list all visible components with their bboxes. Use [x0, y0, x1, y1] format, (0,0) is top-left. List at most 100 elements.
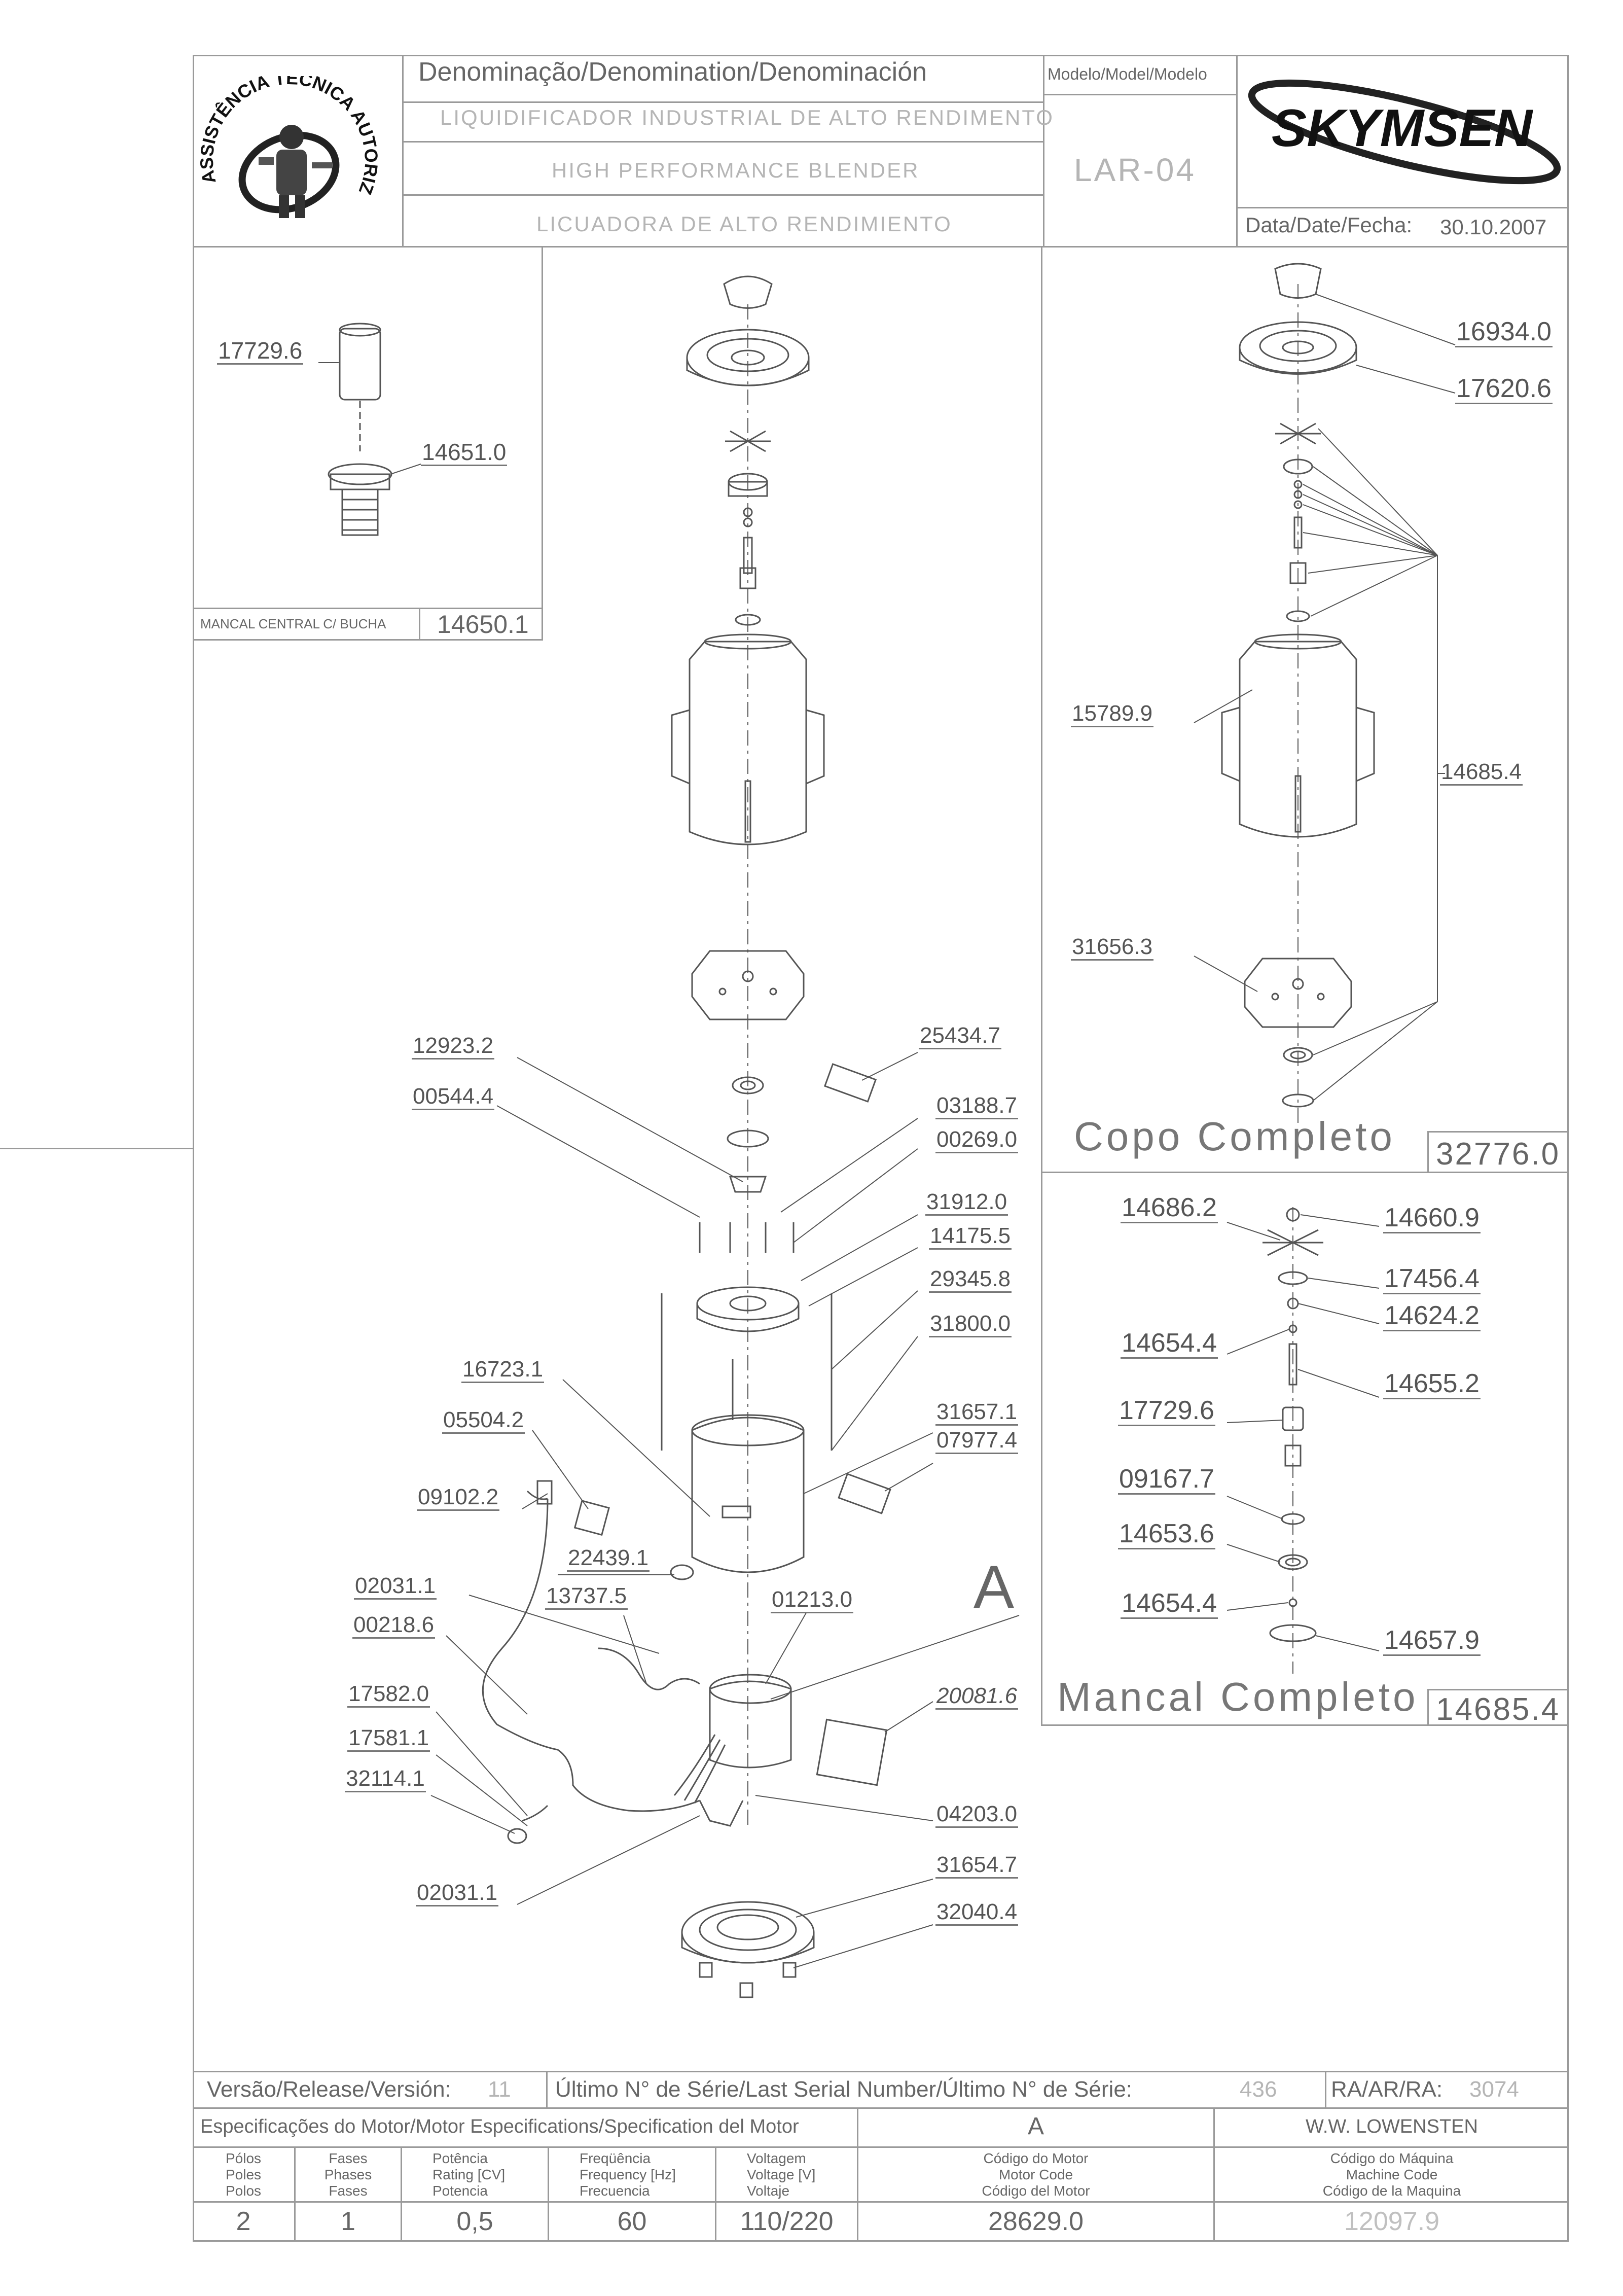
value-motor-code: 28629.0 [988, 2207, 1084, 2236]
denomination-label: Denominação/Denomination/Denominación [418, 57, 927, 87]
footer-hline-1 [193, 2071, 1569, 2072]
part-number: 31657.1 [935, 1401, 1019, 1426]
part-number: 22439.1 [567, 1547, 650, 1572]
ra-value: 3074 [1469, 2077, 1519, 2102]
part-number: 17729.6 [217, 337, 304, 365]
mancal-code-box-h [1427, 1689, 1569, 1690]
release-value: 11 [488, 2077, 511, 2102]
part-number: 12923.2 [412, 1035, 495, 1059]
part-number: 14686.2 [1121, 1193, 1218, 1223]
part-number: 00544.4 [412, 1085, 495, 1110]
footer-vline-c [548, 2146, 549, 2242]
value-rating: 0,5 [456, 2207, 493, 2236]
drawing-frame [193, 55, 1569, 2242]
part-number: 17620.6 [1455, 374, 1553, 404]
mancal-completo-code: 14685.4 [1436, 1692, 1561, 1727]
inset-hline-bottom [193, 639, 543, 641]
header-divider [193, 246, 1569, 248]
footer-vline-b [401, 2146, 402, 2242]
header-vline-1 [402, 55, 404, 248]
part-number: 14654.4 [1121, 1328, 1218, 1359]
motor-letter: A [1027, 2113, 1044, 2140]
part-number: 01213.0 [771, 1588, 854, 1613]
part-number: 16934.0 [1455, 317, 1553, 347]
part-number: 14624.2 [1383, 1301, 1481, 1331]
part-number: 14175.5 [929, 1225, 1012, 1250]
footer-vline-release [546, 2071, 548, 2107]
part-number: 31654.7 [935, 1854, 1019, 1879]
header-hline-3 [402, 194, 1043, 196]
footer-vline-motor [857, 2107, 858, 2242]
part-number: 29345.8 [929, 1268, 1012, 1293]
product-name-es: LICUADORA DE ALTO RENDIMIENTO [536, 212, 952, 236]
part-number: 02031.1 [354, 1575, 437, 1600]
part-number: 03188.7 [935, 1094, 1019, 1119]
part-number: 31656.3 [1071, 936, 1154, 961]
page-guide-line [0, 1148, 193, 1149]
footer-hline-3 [193, 2146, 1569, 2148]
footer-vline-a [294, 2146, 296, 2242]
header-hline-1 [402, 101, 1043, 103]
part-number: 14657.9 [1383, 1626, 1481, 1656]
copo-code-box-h [1427, 1131, 1569, 1133]
value-phases: 1 [341, 2207, 355, 2236]
part-number: 00218.6 [352, 1614, 436, 1639]
part-number: 02031.1 [416, 1882, 499, 1906]
inset-code: 14650.1 [437, 610, 529, 639]
part-number: 09102.2 [417, 1486, 500, 1511]
product-name-pt: LIQUIDIFICADOR INDUSTRIAL DE ALTO RENDIM… [440, 105, 1054, 129]
part-number: 09167.7 [1118, 1464, 1215, 1495]
part-number: 14651.0 [421, 439, 508, 466]
inset-vline [542, 248, 543, 641]
skymsen-logo: SKYMSEN [1237, 56, 1569, 207]
value-poles: 2 [236, 2207, 251, 2236]
header-hline-model [1043, 94, 1236, 95]
part-number: 14685.4 [1440, 761, 1523, 786]
part-number: 25434.7 [919, 1025, 1002, 1049]
part-number: 15789.9 [1071, 702, 1154, 727]
copo-completo-code: 32776.0 [1436, 1137, 1561, 1172]
part-number: 31800.0 [929, 1313, 1012, 1337]
part-number: 17581.1 [347, 1727, 430, 1752]
part-number: 31912.0 [925, 1191, 1008, 1216]
date-value: 30.10.2007 [1440, 215, 1547, 239]
product-name-en: HIGH PERFORMANCE BLENDER [552, 158, 920, 182]
part-number: 17582.0 [347, 1683, 430, 1708]
serial-value: 436 [1240, 2077, 1277, 2102]
footer-vline-machine [1213, 2107, 1215, 2242]
value-frequency: 60 [617, 2207, 647, 2236]
header-vline-2 [1043, 55, 1044, 248]
part-number: 05504.2 [442, 1409, 525, 1434]
footer-hline-4 [193, 2201, 1569, 2203]
assistencia-tecnica-seal: ASSISTÊNCIA TÉCNICA AUTORIZADA [198, 76, 380, 243]
value-machine-code: 12097.9 [1344, 2207, 1439, 2236]
copo-completo-title: Copo Completo [1074, 1114, 1395, 1159]
value-voltage: 110/220 [740, 2207, 834, 2236]
header-vline-3 [1236, 55, 1238, 248]
detail-marker: A [973, 1553, 1015, 1621]
skymsen-brand-text: SKYMSEN [1272, 99, 1533, 158]
part-number: 16723.1 [461, 1358, 545, 1383]
model-value: LAR-04 [1074, 152, 1196, 188]
part-number: 14654.4 [1121, 1588, 1218, 1619]
part-number: 04203.0 [935, 1803, 1019, 1828]
part-number: 32040.4 [935, 1901, 1019, 1926]
part-number: 17456.4 [1383, 1264, 1481, 1294]
release-label: Versão/Release/Versión: [207, 2077, 451, 2102]
model-label: Modelo/Model/Modelo [1048, 65, 1207, 83]
inset-code-divider [419, 608, 420, 641]
date-label: Data/Date/Fecha: [1245, 213, 1413, 237]
motor-manufacturer: W.W. LOWENSTEN [1306, 2116, 1478, 2137]
part-number: 32114.1 [345, 1768, 426, 1792]
motor-spec-label: Especificações do Motor/Motor Especifica… [200, 2116, 799, 2137]
ra-label: RA/AR/RA: [1331, 2077, 1443, 2102]
copo-panel-bottom [1041, 1172, 1569, 1173]
header-hline-2 [402, 141, 1043, 143]
part-number: 14660.9 [1383, 1203, 1481, 1233]
part-number: 17729.6 [1118, 1396, 1215, 1426]
footer-vline-d [715, 2146, 716, 2242]
